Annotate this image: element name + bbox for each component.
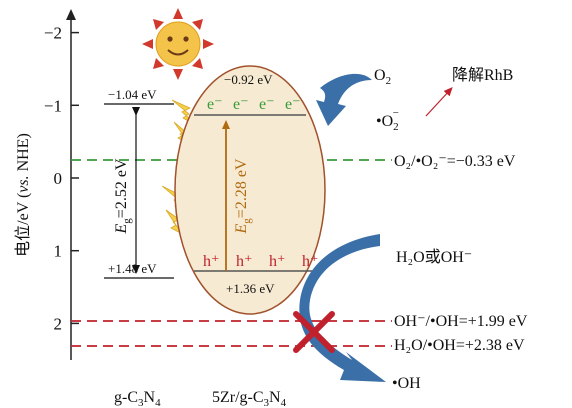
electron-label: e⁻	[207, 96, 223, 113]
h2o-label: H₂O或OH⁻	[396, 248, 472, 266]
y-axis-label-italic: vs.	[15, 175, 32, 192]
y-tick-label: −2	[44, 24, 62, 43]
y-axis-label: 电位/eV (vs. NHE)	[14, 133, 32, 257]
hole-label: h⁺	[203, 253, 219, 270]
hole-label: h⁺	[269, 253, 285, 270]
y-axis-label-main: 电位/eV (	[14, 193, 32, 257]
y-axis-label-end: NHE)	[15, 133, 32, 175]
gcn-eg-label: Eg=2.52 eV	[113, 158, 133, 234]
hole-labels: h⁺ h⁺ h⁺ h⁺	[203, 253, 318, 270]
hole-label: h⁺	[236, 253, 252, 270]
gcn-vb-label: +1.48 eV	[108, 261, 157, 276]
zr-catalyst-ellipse	[174, 65, 326, 315]
sun-icon	[142, 8, 214, 80]
y-tick-label: 0	[54, 169, 63, 188]
zr-cb-label: −0.92 eV	[224, 72, 273, 87]
y-tick-label: −1	[44, 96, 62, 115]
blocked-x-icon	[293, 311, 335, 353]
oh-couple-label: OH⁻/•OH=+1.99 eV	[394, 313, 528, 330]
y-tick-label: 1	[54, 242, 63, 261]
zr-vb-label: +1.36 eV	[226, 281, 275, 296]
zr-eg-label: Eg=2.28 eV	[233, 158, 253, 234]
o2-couple-label: O₂/•O₂⁻=−0.33 eV	[394, 153, 516, 170]
zr-name-label: 5Zr/g-C3N4	[212, 389, 287, 408]
hole-label: h⁺	[302, 253, 318, 270]
degrade-label: 降解RhB	[452, 66, 513, 84]
electron-label: e⁻	[259, 96, 275, 113]
gcn-name-label: g-C3N4	[114, 389, 161, 408]
o2-reduction-arrow	[316, 73, 372, 126]
gcn-cb-label: −1.04 eV	[108, 87, 157, 102]
oh-radical-label: •OH	[392, 375, 421, 392]
y-axis-arrowhead	[66, 9, 76, 20]
electron-label: e⁻	[285, 96, 301, 113]
o2-label: O2	[374, 67, 391, 87]
h2o-couple-label: H₂O/•OH=+2.38 eV	[394, 337, 525, 354]
y-axis-ticks: −2 −1 0 1 2	[44, 24, 79, 333]
oh-oxidation-arrow	[299, 234, 386, 382]
y-tick-label: 2	[54, 314, 63, 333]
o2-radical-label: •O2−	[376, 107, 399, 133]
electron-label: e⁻	[233, 96, 249, 113]
degrade-arrow	[425, 87, 453, 117]
electron-labels: e⁻ e⁻ e⁻ e⁻	[207, 96, 301, 113]
